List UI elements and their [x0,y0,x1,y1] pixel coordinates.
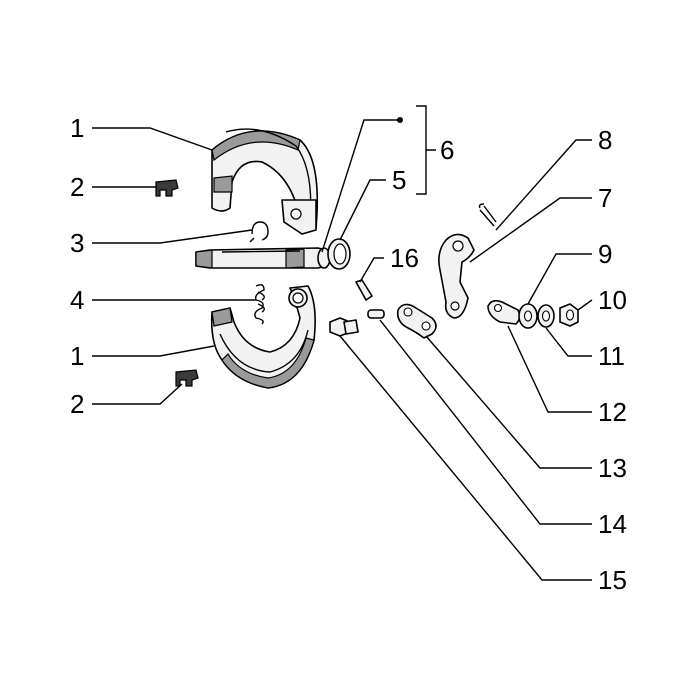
callout-5: 5 [392,165,406,195]
leader-6-bracket [416,105,436,195]
callout-4: 4 [70,285,84,315]
brake-cam [396,303,437,339]
leader-1-upper [92,127,213,151]
link-plate [487,299,521,325]
callout-3: 3 [70,228,84,258]
leader-12 [507,325,592,413]
leader-2-lower [92,383,183,405]
callout-11: 11 [598,341,625,371]
callout-12: 12 [598,397,627,427]
callout-1-lower: 1 [70,341,84,371]
leader-15 [339,335,592,581]
lower-brake-shoe [210,285,316,389]
callout-16: 16 [390,243,419,273]
leader-8 [495,139,592,231]
washer [518,303,538,329]
nut [559,303,579,327]
brake-cam-shaft [195,247,331,269]
small-pin [355,279,373,301]
callout-1-upper: 1 [70,113,84,143]
lower-rivet [175,369,199,387]
callout-7: 7 [598,183,612,213]
shaft-ring [327,238,351,270]
leader-10 [577,299,593,311]
leader-13 [425,335,592,469]
dowel-pin [367,309,385,319]
callout-8: 8 [598,125,612,155]
upper-rivet [155,179,179,197]
retaining-clip [249,221,269,243]
callout-labels: 1 2 3 4 1 2 6 5 16 8 7 9 10 11 12 13 14 … [70,113,627,595]
callout-13: 13 [598,453,627,483]
brake-lever [438,233,475,319]
leader-16 [359,257,384,283]
leader-6-dot-marker [397,117,403,123]
spring-washer [537,304,555,328]
leader-9 [527,253,592,305]
leader-7 [469,197,592,263]
leader-5 [339,179,386,241]
hex-screw [329,317,359,337]
callout-10: 10 [598,285,627,315]
leader-lines [92,105,593,581]
callout-15: 15 [598,565,627,595]
leader-3 [92,229,253,244]
callout-9: 9 [598,239,612,269]
upper-brake-shoe [211,128,319,235]
cotter-pin [478,203,497,227]
callout-6: 6 [440,135,454,165]
callout-14: 14 [598,509,627,539]
leader-14 [379,319,592,525]
callout-2-upper: 2 [70,172,84,202]
leader-1-lower [92,345,215,357]
callout-2-lower: 2 [70,389,84,419]
leader-6-dot [321,119,398,253]
return-spring [254,283,265,325]
leader-11 [545,327,592,357]
